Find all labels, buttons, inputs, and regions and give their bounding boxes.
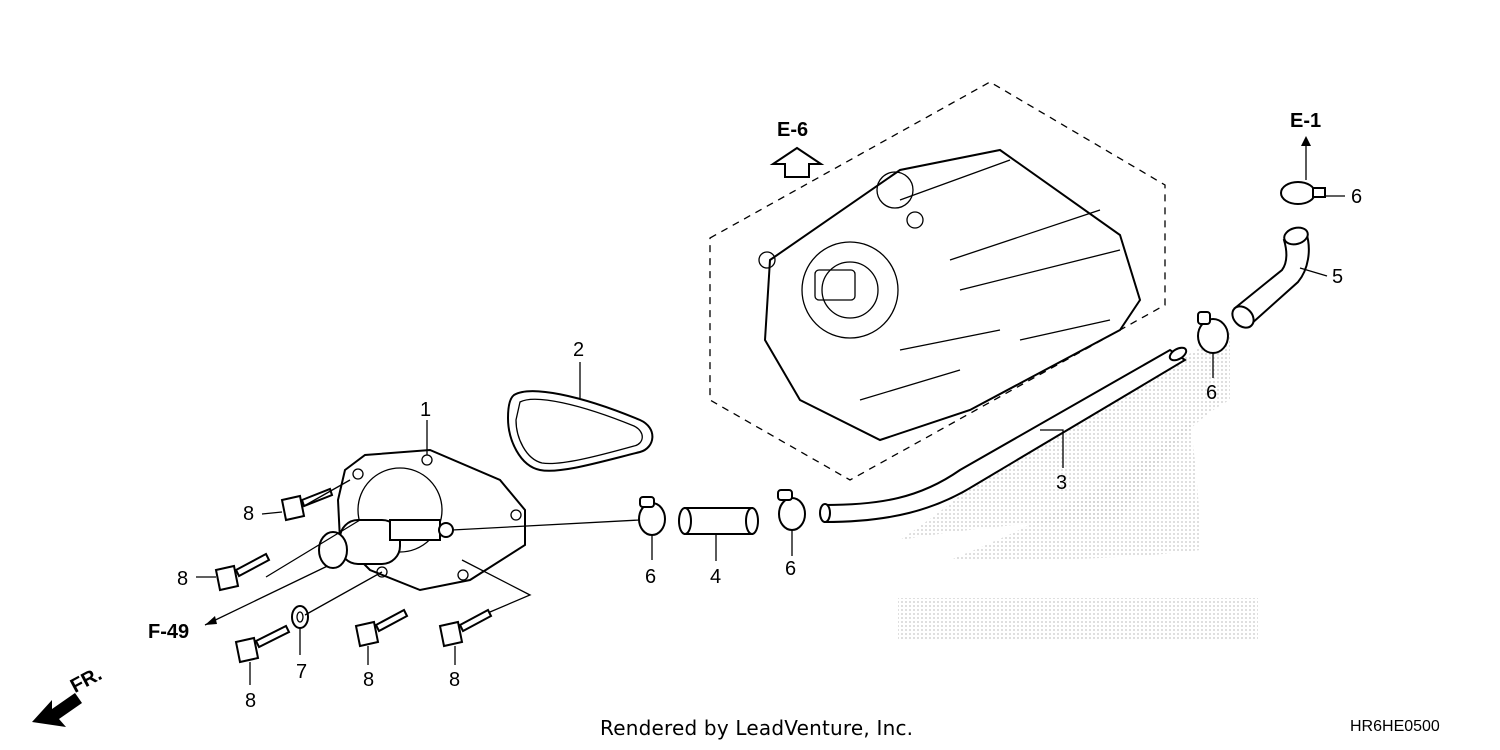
render-credit: Rendered by LeadVenture, Inc. [600, 716, 914, 740]
ref-e1[interactable]: E-1 [1290, 110, 1321, 180]
washer-part-7[interactable] [291, 605, 309, 655]
bolt-8-d[interactable] [354, 608, 409, 665]
callout-5: 5 [1332, 266, 1343, 288]
callout-8-c: 8 [245, 690, 256, 712]
callout-8-a: 8 [243, 503, 254, 525]
callout-7: 7 [296, 661, 307, 683]
callout-8-e: 8 [449, 669, 460, 691]
water-pipe-part-3[interactable] [819, 345, 1188, 524]
callout-6-topright: 6 [1351, 186, 1362, 208]
bolt-8-e[interactable] [438, 608, 493, 665]
bolt-8-a[interactable] [261, 487, 334, 522]
hose-clamp-topright[interactable] [1280, 181, 1345, 205]
svg-text:E-6: E-6 [777, 119, 808, 141]
callout-4: 4 [710, 566, 721, 588]
hose-clamp-left[interactable] [638, 496, 666, 560]
bolt-8-b[interactable] [196, 552, 271, 592]
callout-3: 3 [1056, 472, 1067, 494]
engine-assembly-outline [709, 81, 1166, 481]
gasket-part-2[interactable] [506, 390, 654, 472]
svg-text:FR.: FR. [67, 663, 106, 698]
svg-text:E-1: E-1 [1290, 110, 1321, 132]
footer: Rendered by LeadVenture, Inc. HR6HE0500 [0, 716, 1500, 746]
water-pump-cover-part-1[interactable] [318, 448, 526, 592]
bolt-8-c[interactable] [234, 624, 291, 685]
callout-6-clamp-right: 6 [785, 558, 796, 580]
callout-1: 1 [420, 399, 431, 421]
callout-2: 2 [573, 339, 584, 361]
hose-clamp-mid[interactable] [1197, 311, 1229, 378]
hose-clamp-right[interactable] [777, 489, 806, 556]
callout-6-mid: 6 [1206, 382, 1217, 404]
diagram-code: HR6HE0500 [1350, 718, 1440, 735]
engine-case-drawing [758, 148, 1142, 442]
bent-hose-part-5[interactable] [1228, 225, 1310, 332]
leader-lines [265, 267, 1328, 616]
ref-e6[interactable]: E-6 [769, 119, 825, 178]
ref-f49[interactable]: F-49 [148, 559, 341, 643]
callout-8-d: 8 [363, 669, 374, 691]
short-hose-part-4[interactable] [678, 507, 759, 535]
callout-8-b: 8 [177, 568, 188, 590]
callout-6-clamp-left: 6 [645, 566, 656, 588]
svg-text:F-49: F-49 [148, 621, 189, 643]
